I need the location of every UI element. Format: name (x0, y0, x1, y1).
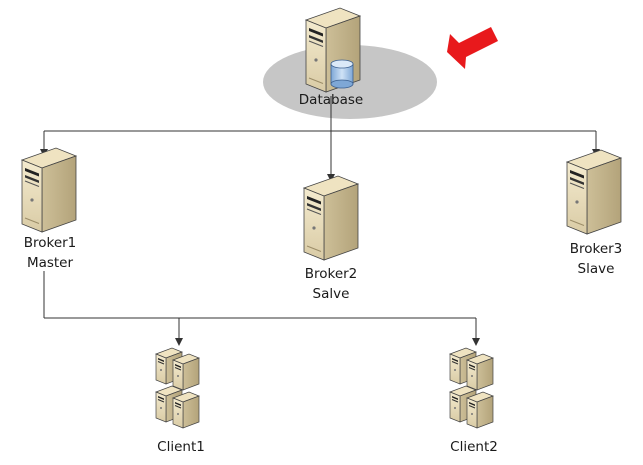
broker3-name-label: Broker3 (570, 241, 623, 257)
tower-server-icon (21, 147, 77, 233)
server-cluster-icon (156, 348, 199, 428)
red-arrow-icon (447, 27, 498, 69)
broker2-role-label: Salve (313, 286, 350, 302)
database-node: Database (299, 7, 363, 108)
tower-server-icon (303, 175, 359, 261)
client1-label: Client1 (157, 439, 205, 455)
broker1-name-label: Broker1 (24, 235, 77, 251)
database-label: Database (299, 92, 363, 108)
broker1-node: Broker1 Master (21, 147, 77, 271)
tower-server-icon (566, 149, 622, 235)
database-cylinder-icon (330, 59, 354, 89)
broker3-node: Broker3 Slave (566, 149, 623, 277)
broker2-node: Broker2 Salve (303, 175, 359, 302)
client2-label: Client2 (450, 439, 498, 455)
broker2-name-label: Broker2 (305, 266, 358, 282)
client1-node: Client1 (156, 348, 205, 455)
client2-node: Client2 (450, 348, 498, 455)
server-cluster-icon (450, 348, 493, 428)
broker1-role-label: Master (27, 255, 74, 271)
broker3-role-label: Slave (578, 261, 615, 277)
